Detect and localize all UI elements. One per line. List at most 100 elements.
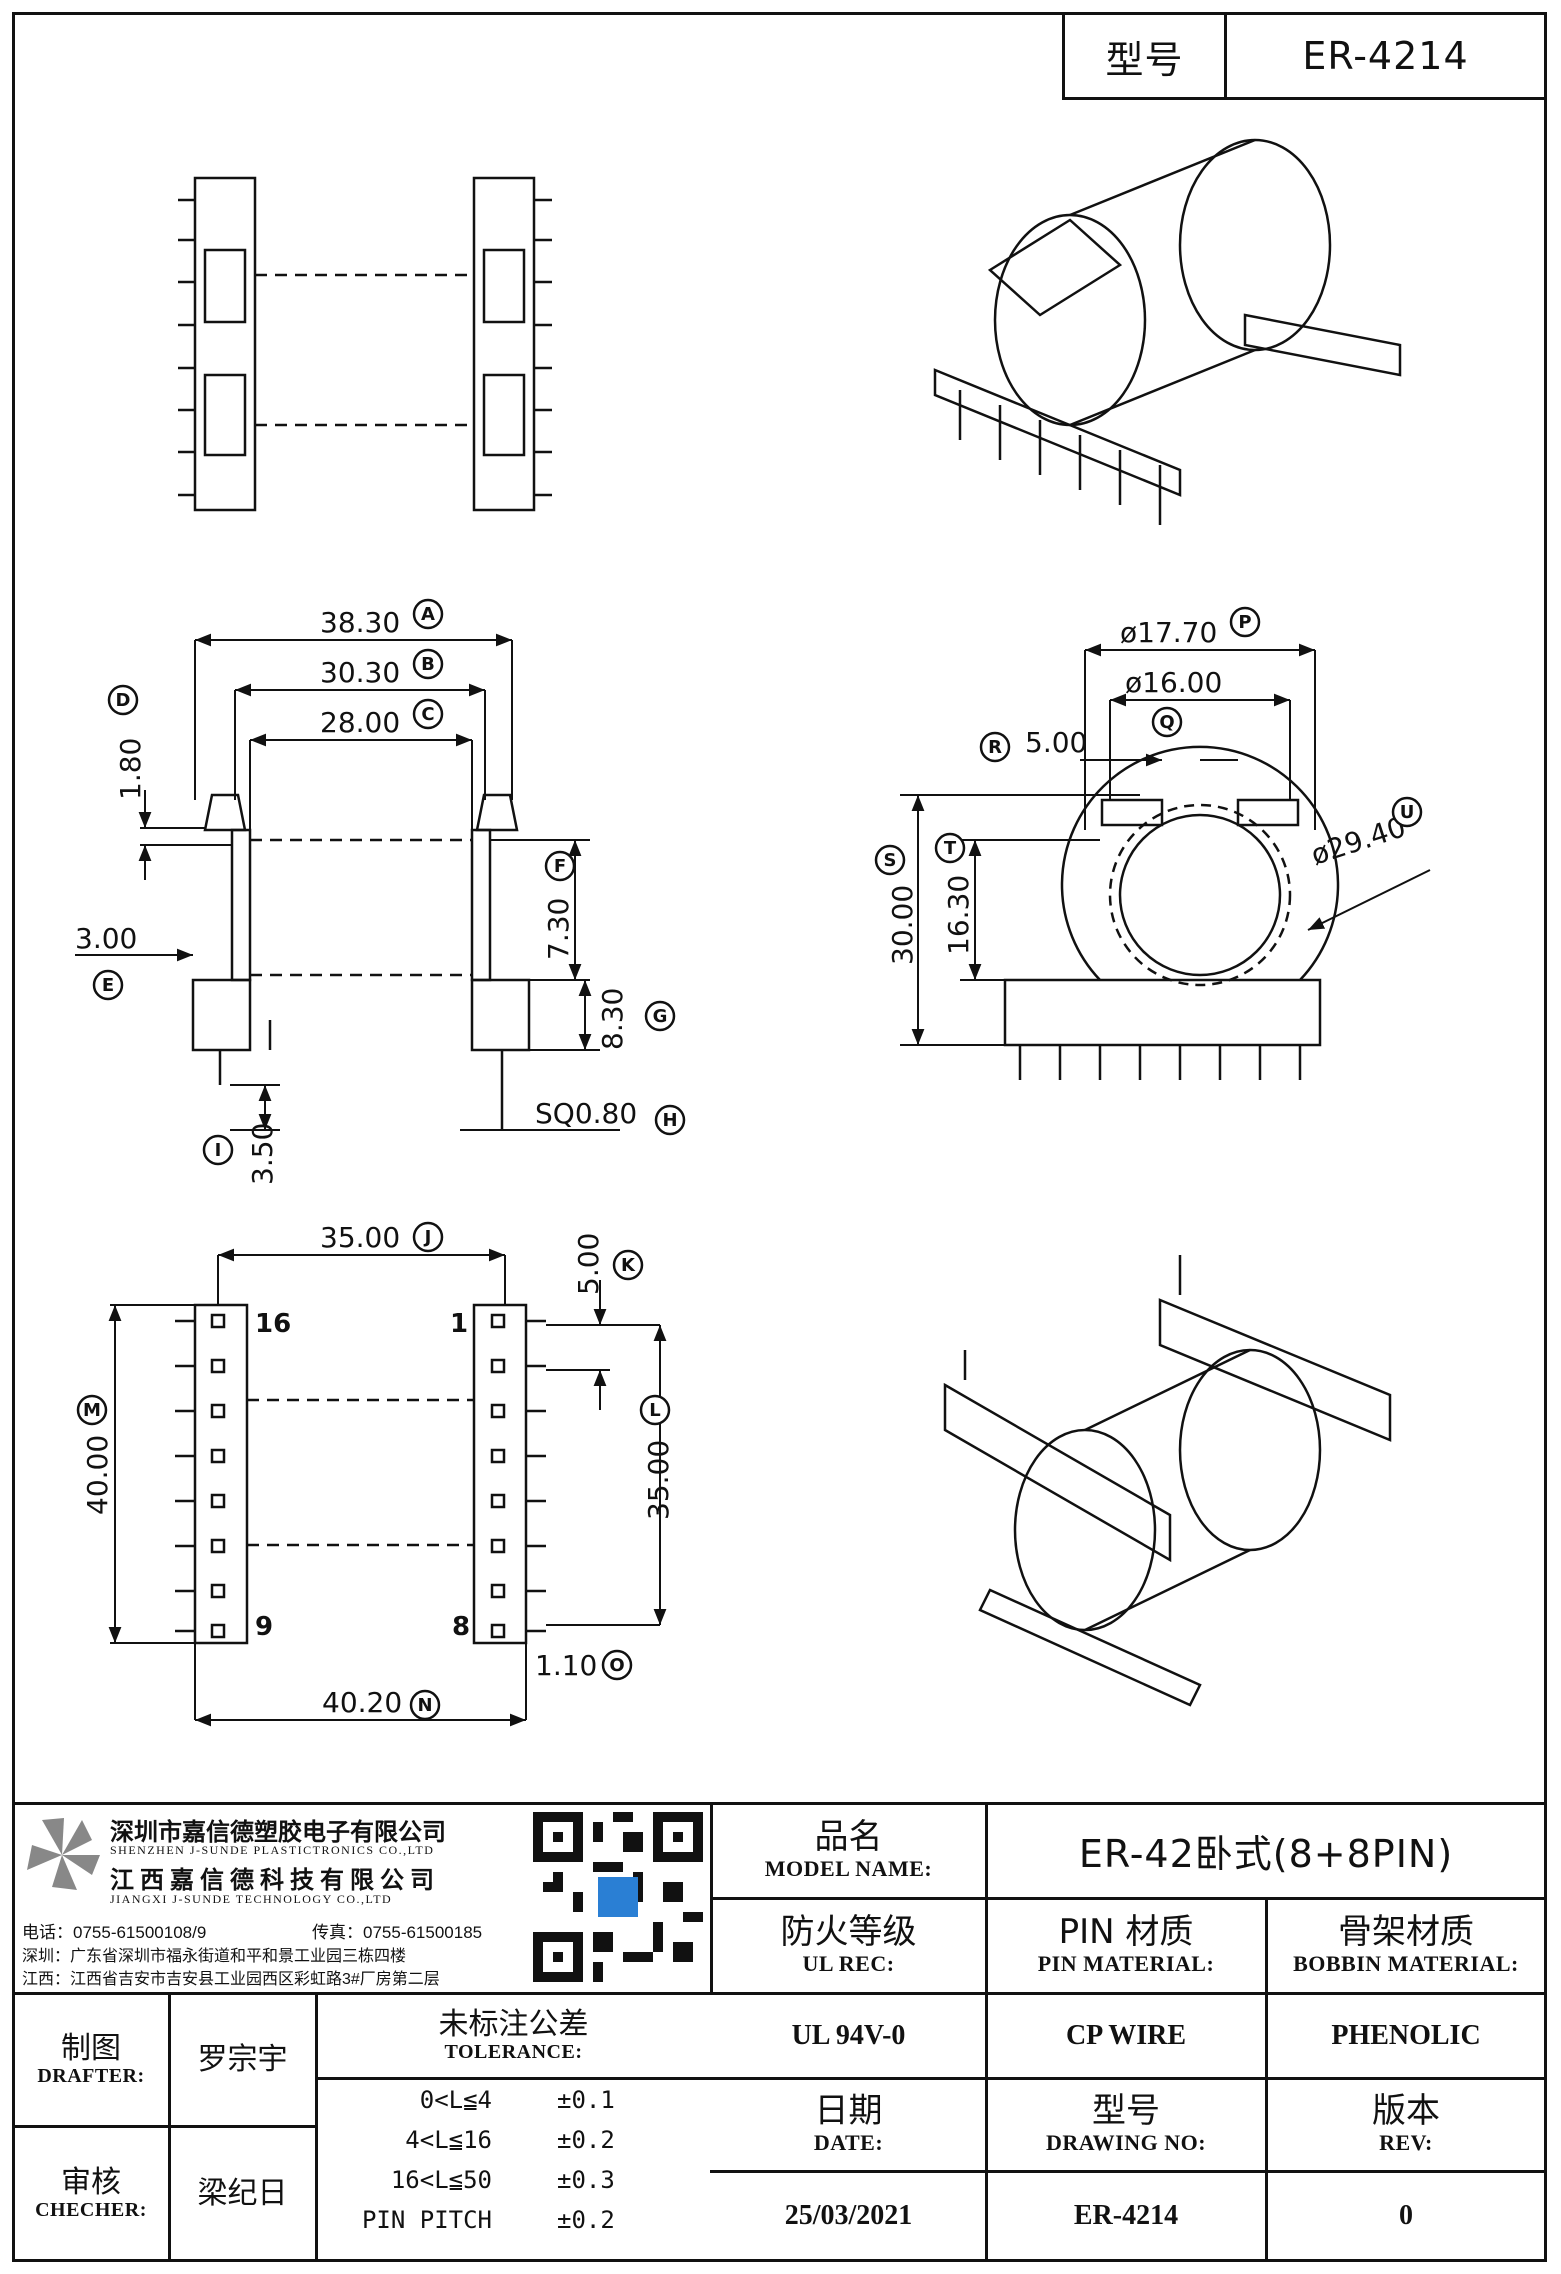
dimension-lines <box>75 633 1431 1727</box>
company-name-cn-2: 江西嘉信德科技有限公司 <box>110 1866 440 1894</box>
date-value-cell: 25/03/2021 <box>712 2172 985 2260</box>
tb-col1-divider <box>985 1802 988 2262</box>
svg-text:L: L <box>649 1400 660 1421</box>
checker-name-cell: 梁纪日 <box>170 2127 315 2260</box>
drawing-no-label-en: DRAWING NO: <box>1045 2130 1207 2156</box>
dim-N-value: 40.20 <box>322 1686 402 1719</box>
bobbin-material-label-cell: 骨架材质 BOBBIN MATERIAL: <box>1267 1899 1545 1992</box>
top-view-pins-left <box>178 198 195 497</box>
tolerance-label-cn: 未标注公差 <box>438 2006 589 2042</box>
bobbin-material-label-cn: 骨架材质 <box>1338 1911 1474 1952</box>
date-label-cn: 日期 <box>814 2090 883 2131</box>
svg-text:D: D <box>116 690 131 711</box>
bobbin-material-label-en: BOBBIN MATERIAL: <box>1293 1951 1519 1977</box>
pin-material-value: CP WIRE <box>1065 2019 1187 2051</box>
dim-K-value: 5.00 <box>572 1233 605 1295</box>
svg-text:K: K <box>621 1255 636 1276</box>
dim-P-value: ø17.70 <box>1120 616 1217 649</box>
side-view <box>191 793 531 1130</box>
tb-row3-divider <box>710 2077 1547 2080</box>
drawing-no-value: ER-4214 <box>1073 2200 1179 2231</box>
svg-text:J: J <box>423 1227 432 1248</box>
rev-label-cell: 版本 REV: <box>1267 2079 1545 2170</box>
dim-C-value: 28.00 <box>320 706 400 739</box>
ul-label-cn: 防火等级 <box>780 1911 917 1952</box>
company-name-en-1: SHENZHEN J-SUNDE PLASTICTRONICS CO.,LTD <box>110 1843 435 1857</box>
tolerance-row: 16<L≦50 ±0.3 <box>317 2162 710 2202</box>
ul-label-en: UL REC: <box>802 1951 895 1977</box>
svg-text:M: M <box>83 1400 101 1421</box>
pin-material-label-cell: PIN 材质 PIN MATERIAL: <box>987 1899 1265 1992</box>
dim-R-value: 5.00 <box>1025 726 1087 759</box>
pin-material-label-en: PIN MATERIAL: <box>1037 1951 1215 1977</box>
dim-G-value: 8.30 <box>596 988 629 1050</box>
svg-text:Q: Q <box>1159 712 1174 733</box>
tolerance-row: 0<L≦4 ±0.1 <box>317 2082 710 2122</box>
svg-text:O: O <box>609 1655 624 1676</box>
tolerance-header-divider <box>315 2077 710 2080</box>
model-name-value: ER-42卧式(8+8PIN) <box>1078 1832 1454 1876</box>
bobbin-material-value: PHENOLIC <box>1331 2019 1481 2051</box>
svg-text:P: P <box>1238 612 1251 633</box>
tolerance-range: 16<L≦50 <box>390 2166 492 2194</box>
pin-9-label: 9 <box>255 1612 273 1642</box>
name-col-divider <box>315 1992 318 2262</box>
pin-16-label: 16 <box>255 1309 291 1339</box>
svg-text:A: A <box>421 604 435 625</box>
rev-label-cn: 版本 <box>1372 2090 1440 2131</box>
dimension-labels: 38.30 30.30 28.00 1.80 3.00 7.30 8.30 SQ… <box>75 606 1410 1719</box>
front-view <box>1003 745 1340 1080</box>
dim-S-value: 30.00 <box>886 885 919 965</box>
svg-text:N: N <box>417 1695 432 1716</box>
svg-text:G: G <box>653 1006 668 1027</box>
drafter-label-cell: 制图 DRAFTER: <box>14 1994 168 2125</box>
tolerance-range: PIN PITCH <box>361 2206 492 2234</box>
tb-row1-divider <box>710 1897 1547 1900</box>
company-tel: 电话：0755-61500108/9 <box>22 1923 207 1942</box>
drawing-no-value-cell: ER-4214 <box>987 2172 1265 2260</box>
dim-O-value: 1.10 <box>535 1649 597 1682</box>
top-view <box>178 176 552 512</box>
dim-M-value: 40.00 <box>81 1435 114 1515</box>
tolerance-table: 0<L≦4 ±0.1 4<L≦16 ±0.2 16<L≦50 ±0.3 PIN … <box>317 2082 710 2260</box>
isometric-view-top <box>933 138 1402 525</box>
drafter-name-cell: 罗宗宇 <box>170 1994 315 2125</box>
svg-text:I: I <box>215 1140 222 1161</box>
checker-label-cn: 审核 <box>61 2164 121 2200</box>
ul-label-cell: 防火等级 UL REC: <box>712 1899 985 1992</box>
tolerance-row: 4<L≦16 ±0.2 <box>317 2122 710 2162</box>
dim-F-value: 7.30 <box>542 898 575 960</box>
svg-text:F: F <box>554 856 566 877</box>
qr-code <box>533 1812 703 1982</box>
company-address-shenzhen: 深圳：广东省深圳市福永街道和平和景工业园三栋四楼 <box>22 1948 407 1965</box>
front-view-pins <box>1018 1045 1302 1080</box>
circled-letters <box>76 598 1423 1721</box>
tb-row2-divider <box>12 1992 1547 1995</box>
svg-text:H: H <box>662 1110 677 1131</box>
model-name-label-cell: 品名 MODEL NAME: <box>712 1804 985 1897</box>
drafter-label-en: DRAFTER: <box>37 2064 145 2087</box>
model-name-value-cell: ER-42卧式(8+8PIN) <box>987 1804 1545 1897</box>
tolerance-value: ±0.3 <box>557 2166 615 2194</box>
checker-label-cell: 审核 CHECHER: <box>14 2127 168 2260</box>
ul-value-cell: UL 94V-0 <box>712 1994 985 2077</box>
dim-H-value: SQ0.80 <box>535 1097 637 1130</box>
technical-drawing: 38.30 30.30 28.00 1.80 3.00 7.30 8.30 SQ… <box>75 138 1431 1727</box>
dim-B-value: 30.30 <box>320 656 400 689</box>
tolerance-value: ±0.2 <box>557 2206 615 2234</box>
drawing-no-label-cn: 型号 <box>1092 2090 1160 2131</box>
company-name-en-2: JIANGXI J-SUNDE TECHNOLOGY CO.,LTD <box>110 1892 393 1906</box>
dim-A-value: 38.30 <box>320 606 400 639</box>
tb-row4-divider <box>710 2170 1547 2173</box>
circled-letter-text: ABC DEF GHI JKL MNO PQR STU <box>83 604 1414 1716</box>
svg-text:T: T <box>944 838 957 859</box>
company-block: 深圳市嘉信德塑胶电子有限公司 SHENZHEN J-SUNDE PLASTICT… <box>22 1810 542 1990</box>
tolerance-label-en: TOLERANCE: <box>444 2040 583 2063</box>
checker-name: 梁纪日 <box>197 2176 288 2211</box>
svg-text:E: E <box>102 975 114 996</box>
drafter-checker-divider <box>12 2125 315 2128</box>
svg-text:R: R <box>988 737 1002 758</box>
company-logo <box>27 1818 100 1890</box>
tolerance-value: ±0.2 <box>557 2126 615 2154</box>
model-name-label-en: MODEL NAME: <box>764 1856 933 1882</box>
